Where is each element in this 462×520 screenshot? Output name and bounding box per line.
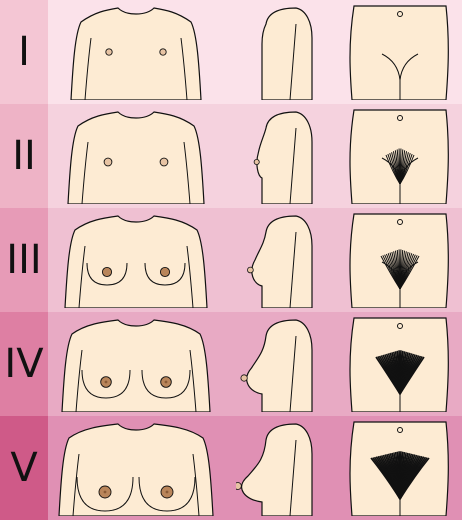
arm-line-left [75, 349, 83, 412]
arm-line-right [189, 349, 197, 412]
breast-contour-left [86, 262, 128, 286]
navel [397, 219, 403, 225]
arm-line-left [81, 141, 89, 204]
front-chest-view [52, 316, 220, 412]
arm-line-right [183, 141, 191, 204]
side-profile-view [236, 212, 318, 308]
pubic-region-view [342, 316, 458, 412]
arm-line [289, 127, 297, 204]
side-profile-view [236, 4, 318, 100]
pubic-hair [375, 350, 425, 395]
torso-outline [64, 215, 208, 308]
pubic-region-view [342, 212, 458, 308]
torso-outline [61, 319, 211, 412]
stage-label-3: III [0, 208, 48, 312]
arm-line [289, 23, 297, 100]
breast-contour-right [144, 262, 186, 286]
front-chest-view [52, 420, 220, 516]
side-torso [246, 319, 313, 412]
side-profile-view [236, 316, 318, 412]
nipple-left [103, 490, 107, 494]
nipple-left [104, 380, 108, 384]
arm-line-right [186, 245, 194, 308]
torso-outline [58, 423, 214, 516]
groin-line-right [399, 53, 419, 81]
side-nipple [247, 266, 254, 274]
arm-line [289, 439, 297, 516]
stage-row-2: II [0, 104, 462, 208]
stage-row-1: I [0, 0, 462, 104]
arm-line-left [72, 453, 80, 516]
side-nipple [236, 482, 242, 490]
breast-contour-right [141, 369, 191, 399]
side-torso [256, 111, 313, 204]
arm-line-right [192, 453, 200, 516]
front-chest-view [52, 4, 220, 100]
hair-strand [399, 457, 430, 500]
areola-right [159, 266, 171, 278]
side-torso [261, 7, 313, 100]
areola-right [159, 157, 169, 167]
arm-line-left [78, 245, 86, 308]
abdomen-outline [349, 5, 449, 100]
stage-label-5: V [0, 416, 48, 520]
arm-line-left [84, 37, 92, 100]
stage-label-2: II [0, 104, 48, 208]
stage-label-1: I [0, 0, 48, 104]
areola-left [103, 157, 113, 167]
hair-strand [399, 255, 420, 290]
breast-contour-left [81, 369, 131, 399]
torso-outline [70, 7, 202, 100]
stage-row-3: III [0, 208, 462, 312]
arm-line [289, 231, 297, 308]
side-profile-view [236, 108, 318, 204]
side-torso [251, 215, 313, 308]
stage-row-4: IV [0, 312, 462, 416]
torso-outline [67, 111, 205, 204]
navel [397, 115, 403, 121]
arm-line-right [180, 37, 188, 100]
pubic-hair [370, 451, 430, 500]
stage-row-5: V [0, 416, 462, 520]
areola-right [159, 48, 167, 56]
hair-strand [399, 154, 415, 185]
navel [397, 11, 403, 17]
areola-left [101, 266, 113, 278]
front-chest-view [52, 212, 220, 308]
side-torso [241, 423, 313, 516]
pubic-hair [380, 249, 420, 290]
stage-label-4: IV [0, 312, 48, 416]
breast-contour-right [138, 476, 196, 512]
front-chest-view [52, 108, 220, 204]
pubic-region-view [342, 4, 458, 100]
navel [397, 427, 403, 433]
side-nipple [240, 374, 248, 382]
side-nipple [253, 159, 260, 166]
pubic-region-view [342, 108, 458, 204]
arm-line [289, 335, 297, 412]
breast-contour-left [76, 476, 134, 512]
hair-strand [399, 356, 425, 395]
pubic-region-view [342, 420, 458, 516]
side-profile-view [236, 420, 318, 516]
navel [397, 323, 403, 329]
areola-left [105, 48, 113, 56]
nipple-right [165, 490, 169, 494]
nipple-right [164, 380, 168, 384]
pubic-hair [385, 148, 415, 185]
